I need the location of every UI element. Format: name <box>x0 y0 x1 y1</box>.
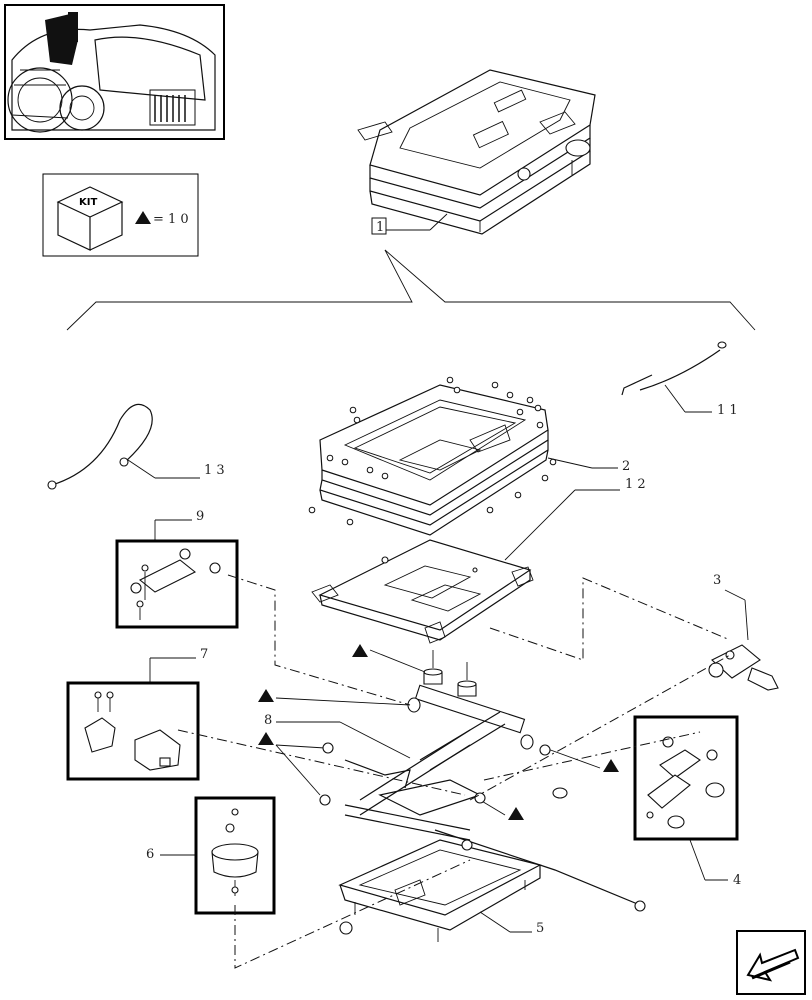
callout-4[interactable]: 4 <box>733 873 741 888</box>
seat-plate-part-13[interactable] <box>311 539 534 644</box>
kit-triangle-icon <box>258 732 274 745</box>
valve-part-7[interactable] <box>84 691 181 771</box>
scissor-suspension[interactable] <box>319 684 646 912</box>
navigation-arrow-icon[interactable] <box>736 930 806 995</box>
kit-triangle-icon <box>352 644 368 657</box>
callout-7[interactable]: 7 <box>200 647 208 662</box>
callout-11[interactable]: 1 1 <box>717 403 738 418</box>
callout-6[interactable]: 6 <box>146 847 154 862</box>
rubber-bumpers[interactable] <box>423 650 477 710</box>
valve-part-3[interactable] <box>708 644 779 691</box>
kit-triangle-icon <box>603 759 619 772</box>
callout-1[interactable]: 1 <box>376 220 384 235</box>
callout-8[interactable]: 8 <box>264 713 272 728</box>
cable-part-11[interactable] <box>621 341 727 396</box>
seat-assembly-top[interactable] <box>357 69 596 235</box>
kit-legend: KIT = 1 0 <box>42 173 199 257</box>
frame-screws <box>308 376 557 526</box>
cable-part-12[interactable] <box>47 403 153 490</box>
callout-9[interactable]: 9 <box>196 509 204 524</box>
callout-2[interactable]: 2 <box>622 459 630 474</box>
kit-legend-text: = 1 0 <box>153 212 189 227</box>
detail-box-4 <box>633 715 739 841</box>
callout-5[interactable]: 5 <box>536 921 544 936</box>
detail-box-9 <box>115 539 239 629</box>
kit-cube-icon: KIT <box>56 186 124 251</box>
detail-box-7 <box>66 681 200 781</box>
kit-label: KIT <box>79 197 97 208</box>
seat-frame-part-2[interactable] <box>319 384 549 536</box>
kit-triangle-icon <box>135 211 151 224</box>
callout-12[interactable]: 1 3 <box>204 463 225 478</box>
damper-part-4[interactable] <box>646 736 725 829</box>
callout-13[interactable]: 1 2 <box>625 477 646 492</box>
bumper-part-6[interactable] <box>211 808 259 896</box>
tractor-thumbnail-icon[interactable] <box>4 4 225 140</box>
base-frame-part-5[interactable] <box>338 839 542 942</box>
callout-3[interactable]: 3 <box>713 573 721 588</box>
damper-part-9[interactable] <box>130 548 221 620</box>
assembly-lines <box>177 574 731 969</box>
kit-triangle-icon <box>508 807 524 820</box>
kit-triangle-icon <box>258 689 274 702</box>
